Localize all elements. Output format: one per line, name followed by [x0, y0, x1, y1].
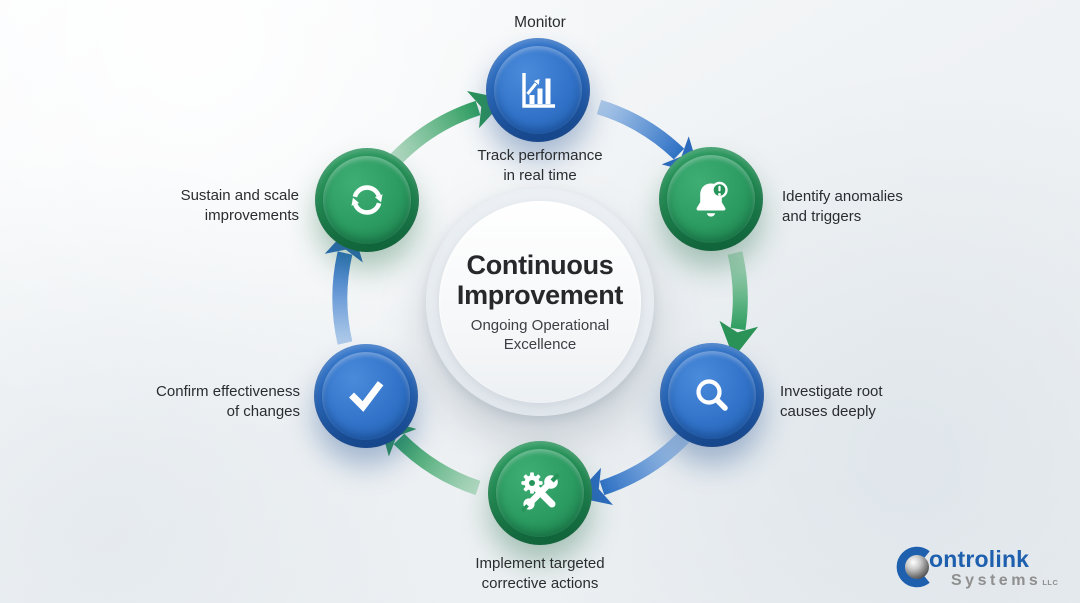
arrow-monitor-to-identify: [596, 99, 701, 175]
node-sustain: [315, 148, 419, 252]
alert-bell-icon: [696, 181, 728, 217]
logo-text-controlink: ontrolink: [929, 546, 1030, 572]
arrow-identify-to-investigate: [719, 251, 759, 358]
arrow-implement-to-confirm: [378, 418, 481, 496]
logo-text-systems: SystemsLLC: [951, 572, 1058, 590]
bar-chart-icon: [522, 73, 555, 108]
label-confirm-description: Confirm effectiveness of changes: [156, 383, 300, 420]
node-monitor-face: [494, 46, 582, 134]
logo-llc-suffix: LLC: [1042, 578, 1059, 587]
label-monitor-title: Monitor: [514, 14, 566, 31]
logo-systems-word: Systems: [951, 572, 1042, 589]
arrow-investigate-to-implement: [574, 431, 690, 505]
refresh-icon: [351, 185, 383, 215]
tools-icon: [520, 472, 560, 513]
node-identify-face: [667, 155, 755, 243]
label-investigate-description: Investigate root causes deeply: [780, 383, 883, 420]
label-sustain-description: Sustain and scale improvements: [180, 187, 299, 224]
center-circle-inner: Continuous Improvement Ongoing Operation…: [439, 201, 641, 403]
label-implement-description: Implement targeted corrective actions: [475, 555, 605, 592]
center-circle: Continuous Improvement Ongoing Operation…: [426, 188, 654, 416]
brand-logo: ontrolink SystemsLLC: [894, 541, 1074, 597]
node-monitor: [486, 38, 590, 142]
checkmark-icon: [349, 381, 384, 412]
node-confirm: [314, 344, 418, 448]
node-confirm-face: [322, 352, 410, 440]
center-subtitle: Ongoing Operational Excellence: [470, 317, 610, 353]
search-icon: [696, 379, 728, 411]
arrow-sustain-to-monitor: [390, 91, 506, 165]
label-identify-description: Identify anomalies and triggers: [782, 188, 903, 225]
node-implement-face: [496, 449, 584, 537]
node-implement: [488, 441, 592, 545]
arrow-confirm-to-sustain: [324, 224, 363, 345]
node-investigate: [660, 343, 764, 447]
node-investigate-face: [668, 351, 756, 439]
node-sustain-face: [323, 156, 411, 244]
node-identify: [659, 147, 763, 251]
label-monitor-description: Track performance in real time: [477, 147, 603, 184]
center-title: Continuous Improvement: [456, 249, 624, 311]
controlink-logo-icon: [896, 546, 930, 588]
